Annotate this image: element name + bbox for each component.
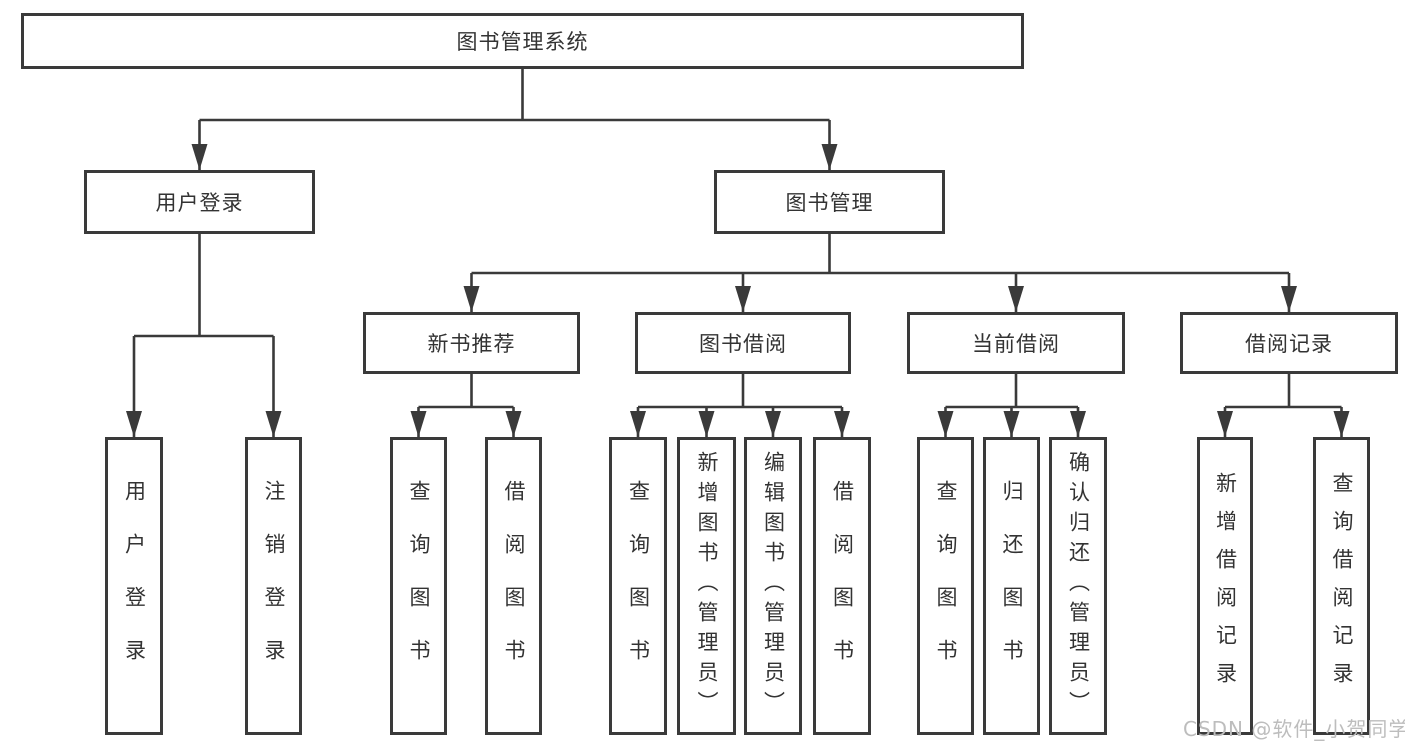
leaf-br-add-record: 新增借阅记录 [1197, 437, 1253, 735]
leaf-bb-borrow-books-label: 借阅图书 [830, 480, 855, 692]
leaf-cb-query-books: 查询图书 [917, 437, 974, 735]
leaf-cb-confirm-return-label: 确认归还（管理员） [1066, 451, 1091, 721]
leaf-cb-confirm-return: 确认归还（管理员） [1049, 437, 1107, 735]
leaf-bb-borrow-books: 借阅图书 [813, 437, 871, 735]
node-root: 图书管理系统 [21, 13, 1024, 69]
leaf-br-add-record-label: 新增借阅记录 [1213, 472, 1238, 700]
node-borrow-records: 借阅记录 [1180, 312, 1398, 374]
leaf-user-login-label: 用户登录 [122, 480, 147, 692]
node-new-book-recommend: 新书推荐 [363, 312, 580, 374]
node-current-borrow: 当前借阅 [907, 312, 1125, 374]
leaf-cb-query-books-label: 查询图书 [934, 480, 958, 692]
leaf-bb-edit-books-label: 编辑图书（管理员） [761, 451, 786, 721]
leaf-br-query-record-label: 查询借阅记录 [1330, 472, 1354, 700]
node-book-management: 图书管理 [714, 170, 945, 234]
leaf-nb-query-books: 查询图书 [390, 437, 447, 735]
leaf-nb-query-books-label: 查询图书 [407, 480, 431, 692]
leaf-bb-add-books-label: 新增图书（管理员） [695, 451, 719, 721]
leaf-logout: 注销登录 [245, 437, 302, 735]
leaf-nb-borrow-books: 借阅图书 [485, 437, 542, 735]
leaf-bb-edit-books: 编辑图书（管理员） [744, 437, 802, 735]
leaf-br-query-record: 查询借阅记录 [1313, 437, 1370, 735]
leaf-bb-add-books: 新增图书（管理员） [677, 437, 736, 735]
leaf-bb-query-books-label: 查询图书 [626, 480, 651, 692]
leaf-cb-return-books: 归还图书 [983, 437, 1040, 735]
leaf-user-login: 用户登录 [105, 437, 163, 735]
leaf-nb-borrow-books-label: 借阅图书 [502, 480, 526, 692]
leaf-logout-label: 注销登录 [262, 480, 286, 692]
node-user-login: 用户登录 [84, 170, 315, 234]
node-book-borrow: 图书借阅 [635, 312, 851, 374]
leaf-cb-return-books-label: 归还图书 [1000, 480, 1024, 692]
csdn-watermark: CSDN @软件_小贺同学 [1183, 717, 1405, 741]
leaf-bb-query-books: 查询图书 [609, 437, 667, 735]
